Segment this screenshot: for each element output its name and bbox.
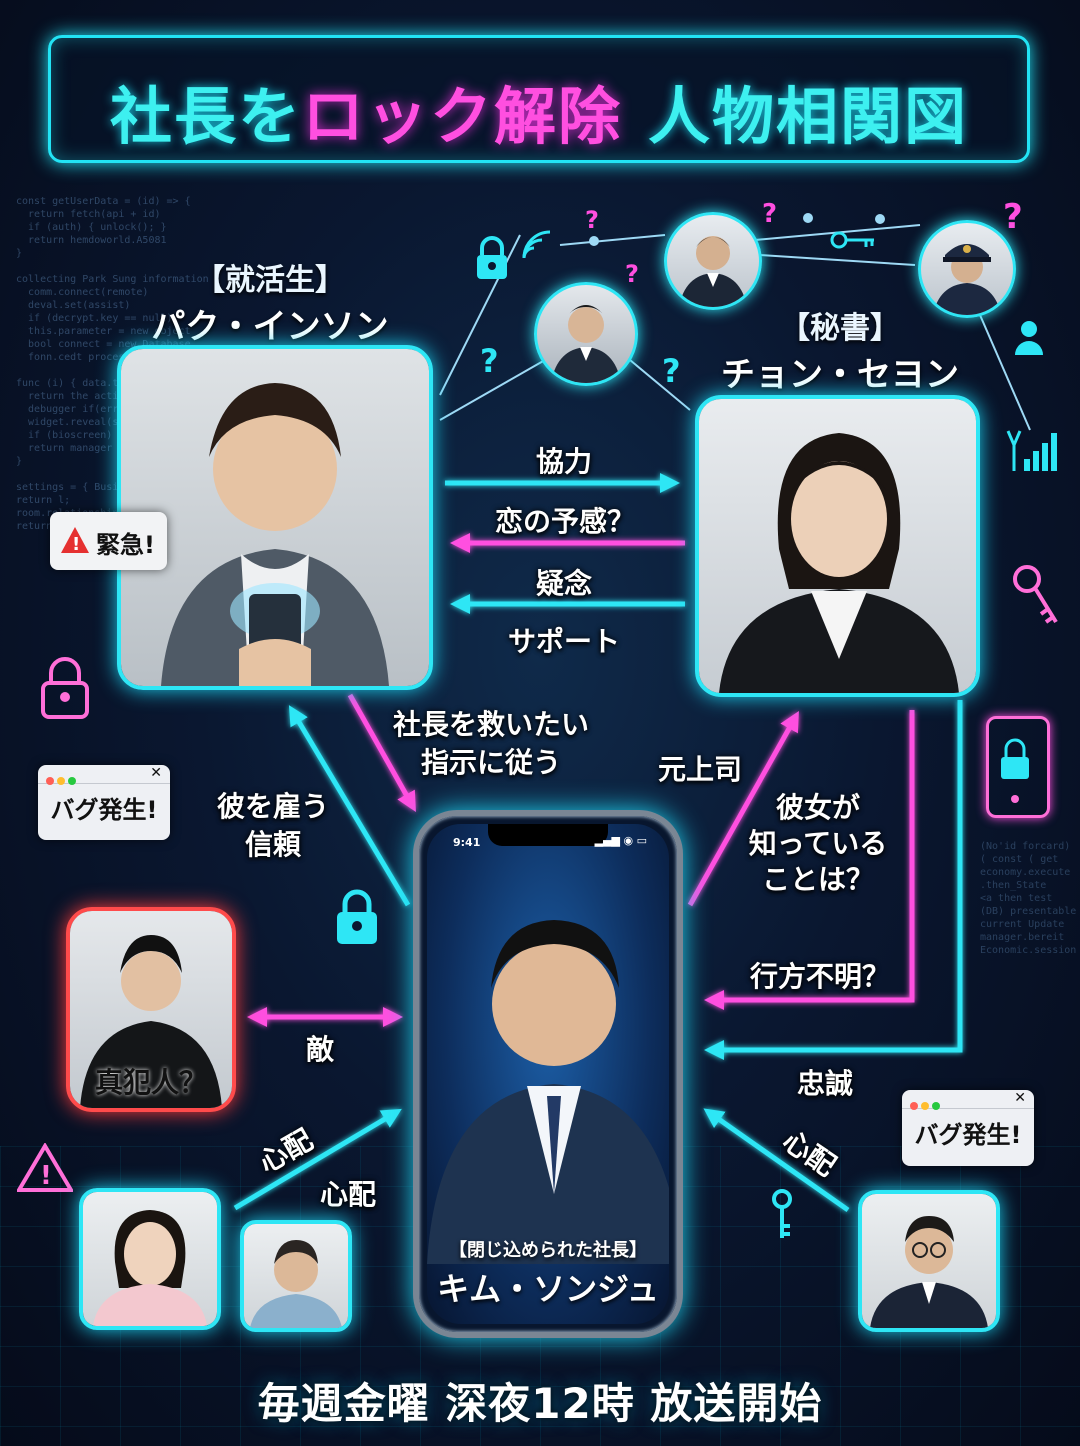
window-dots — [46, 770, 79, 789]
park-photo — [121, 349, 429, 686]
popup-titlebar: ✕ — [38, 765, 170, 785]
wifi-icon — [520, 228, 556, 268]
mother-photo — [83, 1192, 217, 1326]
label-hire: 彼を雇う — [216, 790, 329, 823]
glasses-man-card[interactable] — [858, 1190, 1000, 1332]
close-icon[interactable]: ✕ — [1014, 1090, 1026, 1106]
svg-text:?: ? — [625, 260, 639, 288]
culprit-card[interactable]: 真犯人？ — [66, 907, 236, 1112]
close-icon[interactable]: ✕ — [150, 765, 162, 781]
warning-triangle-icon: ! — [61, 527, 89, 554]
svg-text:?: ? — [762, 199, 777, 229]
label-cooperate: 協力 — [535, 445, 592, 478]
park-role: 【就活生】 — [195, 263, 345, 298]
key-icon — [830, 230, 876, 254]
arrow-hire — [288, 705, 411, 907]
park-name: パク・インソン — [151, 307, 389, 347]
svg-text:!: ! — [72, 534, 80, 554]
label-want-save-follow: 社長を救いたい 指示に従う — [378, 706, 604, 782]
window-dots — [910, 1095, 943, 1114]
signal-icon — [1000, 425, 1058, 477]
label-want-save: 社長を救いたい — [392, 708, 589, 741]
label-what-she-knows: 彼女が 知っている ことは？ — [738, 790, 898, 898]
label-enemy: 敵 — [305, 1033, 334, 1066]
kim-portrait — [427, 920, 669, 1264]
label-romance: 恋の予感？ — [494, 505, 635, 538]
svg-text:?: ? — [662, 352, 681, 390]
bug-popup-left: ✕ バグ発生! — [38, 765, 170, 840]
culprit-photo — [70, 911, 232, 1108]
person-network-icon — [1004, 318, 1054, 362]
phone-lock-icon — [986, 716, 1050, 818]
kim-role: 【閉じ込められた社長】 — [449, 1240, 647, 1261]
arrow-missing — [704, 710, 915, 1010]
title-frame: 社長をロック解除人物相関図 — [48, 35, 1030, 163]
avatar-phone-call-man — [534, 282, 638, 386]
jeong-role: 【秘書】 — [780, 311, 900, 346]
label-follow: 指示に従う — [420, 746, 561, 779]
father-card[interactable] — [240, 1220, 352, 1332]
title-part-relationship-chart: 人物相関図 — [648, 80, 969, 153]
park-card[interactable] — [117, 345, 433, 690]
arrow-loyalty — [704, 700, 963, 1060]
jeong-label: 【秘書】 チョン・セヨン — [720, 303, 960, 396]
avatar-businessman — [664, 212, 762, 310]
mother-card[interactable] — [79, 1188, 221, 1330]
svg-text:?: ? — [1003, 197, 1023, 237]
label-worry-left-2: 心配 — [319, 1178, 376, 1211]
lock-icon — [474, 235, 510, 281]
popup-titlebar: ✕ — [902, 1090, 1034, 1110]
arrow-former-boss — [687, 711, 799, 907]
label-trust: 信頼 — [244, 828, 301, 861]
arrow-want-save — [347, 693, 416, 812]
glasses-man-photo — [862, 1194, 996, 1328]
key-icon-small — [768, 1188, 796, 1244]
key-icon-pink — [1010, 562, 1060, 636]
phone-notch — [488, 824, 608, 846]
title-part-president: 社長を — [109, 80, 302, 153]
svg-text:?: ? — [480, 342, 499, 380]
warning-icon: ! — [15, 1142, 75, 1197]
arrow-worry-right — [703, 1108, 850, 1213]
label-doubt: 疑念 — [535, 567, 592, 600]
kim-label: 【閉じ込められた社長】 キム・ソンジュ — [427, 1236, 669, 1310]
phone-screen: 9:41 ▂▄▆ ◉ ▭ 【閉じ込められた社長】 キム・ソンジュ — [427, 824, 669, 1324]
label-what-she-knows-1: 彼女が — [775, 791, 860, 824]
bug-message-left: バグ発生! — [50, 796, 158, 824]
svg-text:?: ? — [585, 206, 599, 234]
page-title: 社長をロック解除人物相関図 — [51, 66, 1027, 156]
urgent-alert: ! 緊急! — [50, 512, 167, 570]
label-loyalty: 忠誠 — [796, 1067, 853, 1100]
kim-name: キム・ソンジュ — [437, 1270, 659, 1308]
park-label: 【就活生】 パク・インソン — [140, 255, 400, 348]
lock-icon-pink — [37, 655, 93, 725]
culprit-name: 真犯人？ — [94, 1066, 207, 1099]
father-photo — [244, 1224, 348, 1328]
urgent-text: 緊急! — [96, 531, 155, 559]
lock-icon-left — [334, 888, 380, 950]
title-part-unlock: ロック解除 — [301, 80, 622, 153]
label-what-she-knows-3: ことは？ — [761, 863, 874, 896]
phone-device[interactable]: 9:41 ▂▄▆ ◉ ▭ 【閉じ込められた社長】 キム・ソンジュ — [413, 810, 683, 1338]
bug-message-right: バグ発生! — [914, 1121, 1022, 1149]
phone-time: 9:41 — [453, 836, 481, 849]
avatar-police-officer — [918, 220, 1016, 318]
label-what-she-knows-2: 知っている — [748, 827, 888, 860]
jeong-name: チョン・セヨン — [721, 355, 959, 395]
phone-status-icons: ▂▄▆ ◉ ▭ — [594, 834, 647, 847]
label-former-boss: 元上司 — [657, 753, 742, 786]
bug-popup-right: ✕ バグ発生! — [902, 1090, 1034, 1166]
label-missing: 行方不明？ — [749, 960, 890, 993]
jeong-card[interactable] — [695, 395, 980, 697]
arrow-worry-left — [233, 1108, 402, 1211]
jeong-photo — [699, 399, 976, 693]
label-hire-trust: 彼を雇う 信頼 — [208, 788, 338, 864]
broadcast-schedule: 毎週金曜 深夜12時 放送開始 — [257, 1379, 823, 1428]
label-support: サポート — [507, 625, 620, 658]
svg-text:!: ! — [40, 1161, 52, 1191]
